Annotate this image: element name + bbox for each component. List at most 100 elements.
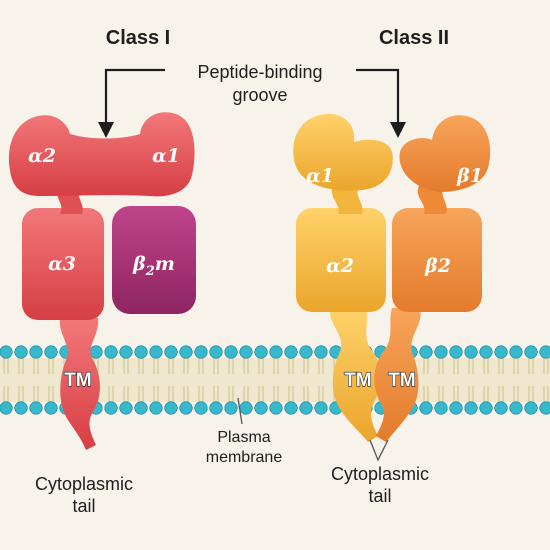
lipid-head-inner bbox=[269, 401, 283, 415]
plasma-membrane-label-line1: Plasma bbox=[217, 429, 270, 446]
class1-alpha2-label: α2 bbox=[28, 145, 56, 167]
lipid-head-inner bbox=[0, 401, 13, 415]
lipid-head-outer bbox=[134, 345, 148, 359]
class2-alpha1-domain bbox=[293, 113, 393, 191]
lipid-head-outer bbox=[524, 345, 538, 359]
class2-tm-right-label: TM bbox=[388, 370, 415, 391]
lipid-head-outer bbox=[269, 345, 283, 359]
lipid-head-outer bbox=[434, 345, 448, 359]
lipid-head-outer bbox=[479, 345, 493, 359]
lipid-head-inner bbox=[539, 401, 550, 415]
lipid-head-inner bbox=[179, 401, 193, 415]
lipid-head-inner bbox=[104, 401, 118, 415]
lipid-head-outer bbox=[104, 345, 118, 359]
lipid-head-inner bbox=[299, 401, 313, 415]
lipid-head-outer bbox=[224, 345, 238, 359]
beta2m-label: β2m bbox=[132, 253, 175, 279]
beta2m-label-suffix: m bbox=[155, 253, 175, 275]
class1-alpha1-alpha2-platform bbox=[8, 112, 195, 197]
lipid-head-inner bbox=[209, 401, 223, 415]
lipid-head-inner bbox=[239, 401, 253, 415]
lipid-head-outer bbox=[149, 345, 163, 359]
lipid-head-inner bbox=[494, 401, 508, 415]
groove-arrows bbox=[104, 68, 400, 124]
lipid-head-outer bbox=[0, 345, 13, 359]
beta2m-label-sub: 2 bbox=[145, 264, 155, 279]
lipid-head-inner bbox=[524, 401, 538, 415]
lipid-head-inner bbox=[449, 401, 463, 415]
beta2m-label-base: β bbox=[132, 253, 146, 275]
lipid-head-inner bbox=[254, 401, 268, 415]
class2-beta-tm-stalk bbox=[374, 308, 421, 442]
class1-molecule bbox=[8, 112, 196, 450]
groove-arrow-left-line bbox=[104, 68, 165, 124]
class1-title: Class I bbox=[106, 27, 170, 49]
lipid-head-inner bbox=[44, 401, 58, 415]
class2-title: Class II bbox=[379, 27, 449, 49]
lipid-head-outer bbox=[119, 345, 133, 359]
class2-beta2-label: β2 bbox=[424, 255, 451, 277]
lipid-head-outer bbox=[449, 345, 463, 359]
lipid-head-inner bbox=[284, 401, 298, 415]
lipid-head-inner bbox=[194, 401, 208, 415]
class2-beta1-label: β1 bbox=[456, 165, 483, 187]
lipid-head-outer bbox=[254, 345, 268, 359]
class2-beta1-domain bbox=[399, 115, 491, 192]
lipid-head-inner bbox=[164, 401, 178, 415]
lipid-head-outer bbox=[494, 345, 508, 359]
class1-alpha3-label: α3 bbox=[48, 253, 76, 275]
class1-alpha1-label: α1 bbox=[152, 145, 180, 167]
lipid-head-inner bbox=[29, 401, 43, 415]
groove-arrow-right-head bbox=[390, 122, 406, 138]
groove-arrow-left-head bbox=[98, 122, 114, 138]
lipid-head-outer bbox=[419, 345, 433, 359]
class1-tail-label-line2: tail bbox=[72, 496, 95, 516]
lipid-head-outer bbox=[239, 345, 253, 359]
class1-tm-label: TM bbox=[64, 370, 91, 391]
membrane-pointer bbox=[237, 397, 243, 425]
groove-arrow-right-line bbox=[356, 68, 400, 124]
lipid-head-inner bbox=[149, 401, 163, 415]
lipid-head-inner bbox=[509, 401, 523, 415]
class2-alpha1-label: α1 bbox=[306, 165, 334, 187]
class2-alpha-connector bbox=[331, 184, 363, 214]
lipid-head-outer bbox=[89, 345, 103, 359]
class2-tail-label-line2: tail bbox=[368, 486, 391, 506]
class1-tm-stalk bbox=[59, 318, 100, 450]
lipid-head-inner bbox=[14, 401, 28, 415]
lipid-head-outer bbox=[299, 345, 313, 359]
lipid-head-outer bbox=[209, 345, 223, 359]
lipid-head-inner bbox=[224, 401, 238, 415]
class2-tail-label-line1: Cytoplasmic bbox=[331, 464, 429, 484]
class2-alpha2-domain bbox=[296, 208, 386, 312]
class2-beta2-domain bbox=[392, 208, 482, 312]
lipid-head-outer bbox=[44, 345, 58, 359]
lipid-head-outer bbox=[284, 345, 298, 359]
class2-alpha-tm-stalk bbox=[329, 308, 382, 442]
lipid-head-outer bbox=[539, 345, 550, 359]
lipid-head-outer bbox=[29, 345, 43, 359]
lipid-head-inner bbox=[479, 401, 493, 415]
lipid-head-inner bbox=[419, 401, 433, 415]
lipid-head-outer bbox=[164, 345, 178, 359]
lipid-head-outer bbox=[314, 345, 328, 359]
class2-tail-pointer bbox=[369, 439, 389, 462]
lipid-head-inner bbox=[314, 401, 328, 415]
peptide-groove-label-line2: groove bbox=[232, 85, 287, 105]
lipid-head-inner bbox=[464, 401, 478, 415]
lipid-head-inner bbox=[134, 401, 148, 415]
class1-alpha3-domain bbox=[22, 208, 104, 320]
lipid-head-outer bbox=[464, 345, 478, 359]
class2-alpha2-label: α2 bbox=[326, 255, 354, 277]
peptide-groove-label-line1: Peptide-binding bbox=[197, 62, 322, 82]
lipid-head-outer bbox=[509, 345, 523, 359]
beta2m-domain bbox=[112, 206, 196, 314]
lipid-head-inner bbox=[434, 401, 448, 415]
lipid-head-outer bbox=[14, 345, 28, 359]
class2-molecule bbox=[293, 113, 491, 442]
class1-tail-label-line1: Cytoplasmic bbox=[35, 474, 133, 494]
lipid-head-inner bbox=[119, 401, 133, 415]
lipid-head-outer bbox=[194, 345, 208, 359]
